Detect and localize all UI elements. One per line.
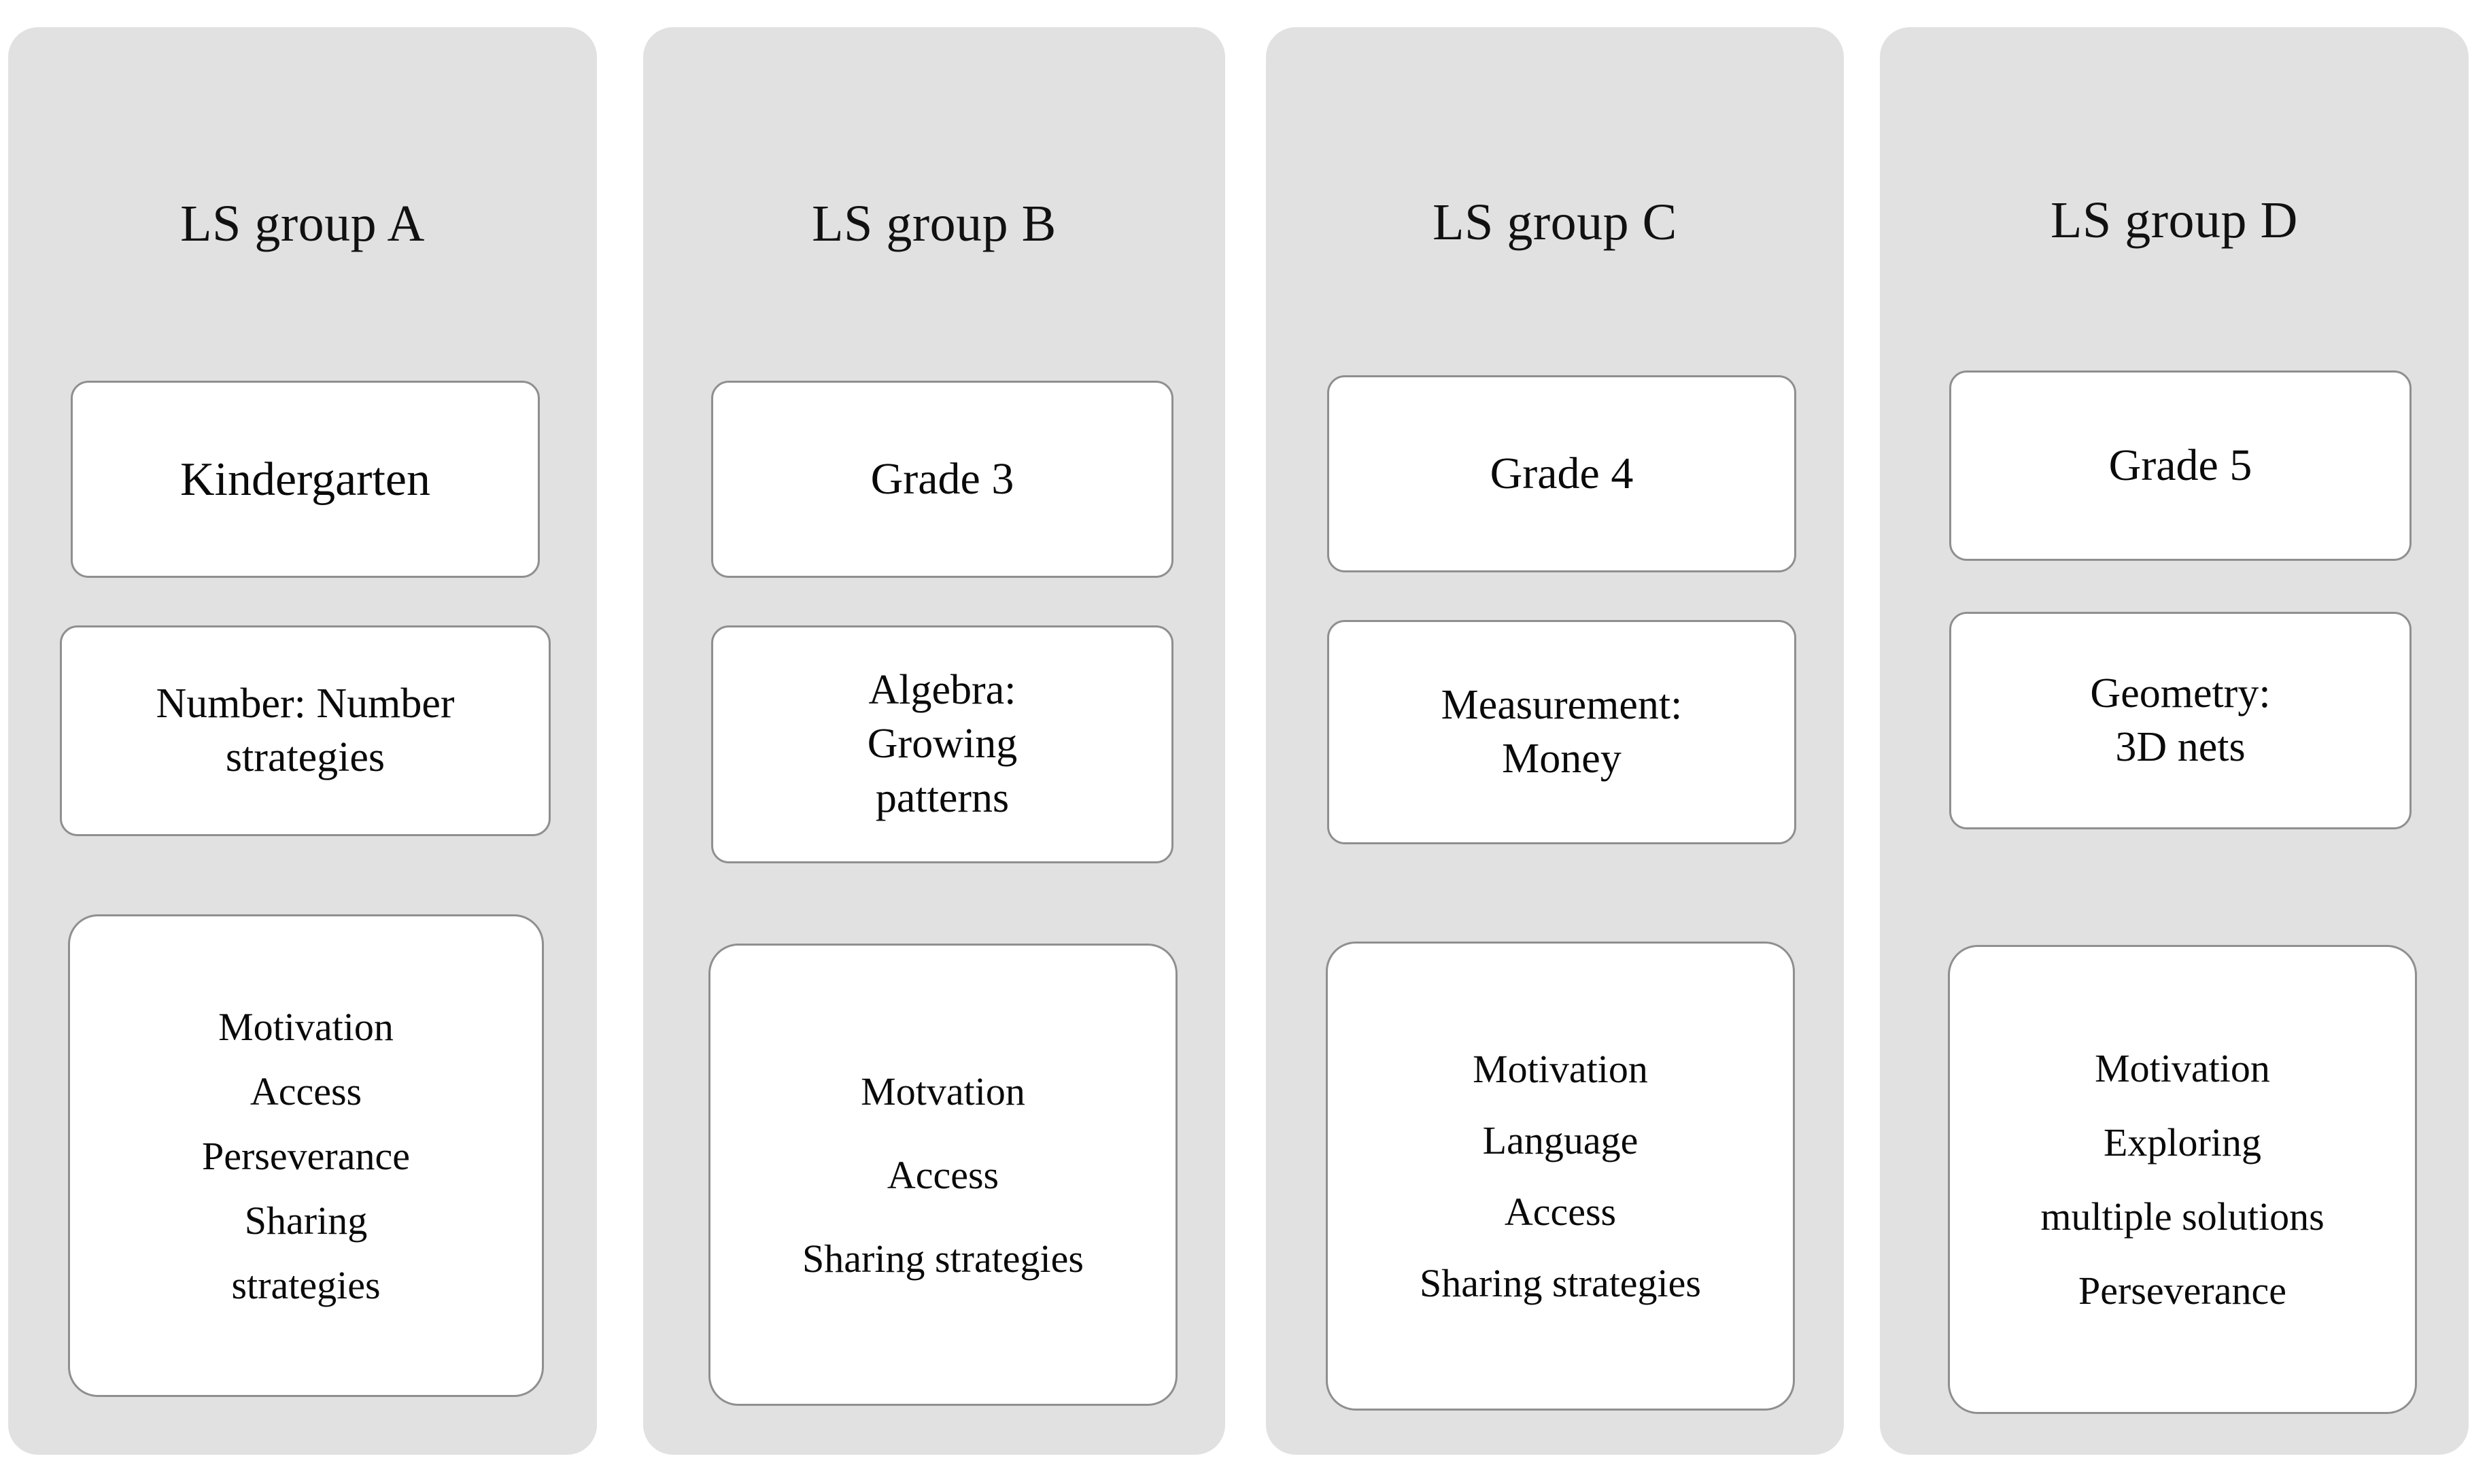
focus-card-a: Motivation Access Perseverance Sharing s… [68,914,544,1397]
focus-line: Motvation [861,1069,1025,1114]
topic-line: patterns [875,774,1010,821]
group-title-c: LS group C [1433,194,1677,251]
grade-card-d: Grade 5 [1949,370,2412,561]
topic-line: Number: Number [156,680,455,727]
topic-card-d: Geometry: 3D nets [1949,612,2412,829]
focus-line: Sharing [244,1198,368,1243]
grade-line: Grade 3 [870,453,1014,504]
topic-line: Money [1502,736,1622,782]
grade-line: Grade 4 [1490,448,1634,498]
grade-card-c: Grade 4 [1327,375,1796,572]
grade-line: Grade 5 [2108,440,2252,490]
topic-card-c: Measurement: Money [1327,620,1796,844]
focus-line: Access [250,1069,362,1114]
topic-card-b: Algebra: Growing patterns [711,625,1173,863]
group-panel-a: LS group A Kindergarten Number: Number s… [8,27,597,1455]
topic-line: Algebra: [868,666,1016,713]
grade-card-a: Kindergarten [71,381,540,578]
topic-line: Geometry: [2090,670,2271,717]
focus-line: Sharing strategies [802,1236,1084,1281]
focus-line: Motivation [1473,1047,1648,1091]
topic-line: 3D nets [2115,724,2246,770]
focus-card-b: Motvation Access Sharing strategies [708,944,1178,1406]
focus-line: Access [1504,1190,1617,1234]
grade-card-b: Grade 3 [711,381,1173,578]
focus-line: Language [1482,1118,1639,1162]
focus-line: Perseverance [2078,1269,2286,1313]
grade-line: Kindergarten [179,453,430,506]
focus-card-c: Motivation Language Access Sharing strat… [1326,942,1795,1411]
group-panel-d: LS group D Grade 5 Geometry: 3D nets Mot… [1880,27,2469,1455]
group-title-a: LS group A [180,195,425,252]
topic-line: Measurement: [1441,681,1683,728]
topic-line: Growing [867,721,1018,767]
focus-line: Motivation [218,1004,394,1049]
group-title-d: LS group D [2051,192,2298,249]
focus-line: multiple solutions [2040,1194,2325,1239]
group-panel-c: LS group C Grade 4 Measurement: Money Mo… [1266,27,1844,1455]
topic-line: strategies [225,734,385,780]
focus-line: strategies [231,1262,381,1307]
topic-card-a: Number: Number strategies [60,625,551,836]
focus-line: Exploring [2104,1120,2261,1164]
group-panel-b: LS group B Grade 3 Algebra: Growing patt… [643,27,1225,1455]
group-title-b: LS group B [812,195,1057,252]
focus-line: Perseverance [202,1133,410,1178]
focus-line: Sharing strategies [1420,1261,1701,1305]
focus-card-d: Motivation Exploring multiple solutions … [1948,945,2417,1414]
focus-line: Access [887,1152,999,1197]
focus-line: Motivation [2095,1046,2270,1090]
